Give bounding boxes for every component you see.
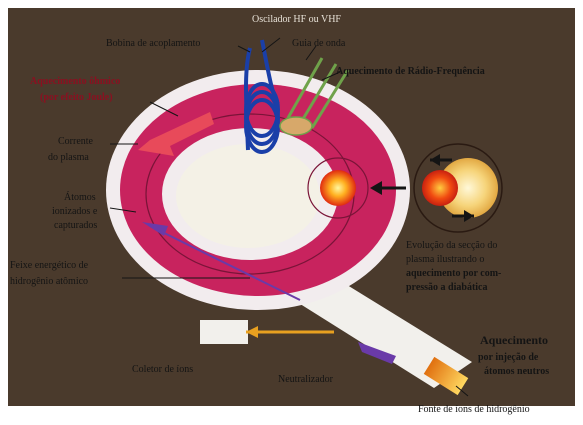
label-coupling-coil: Bobina de acoplamento bbox=[106, 38, 200, 49]
label-ohmic-heating-1: Aquecimento ôhmico bbox=[30, 76, 120, 87]
label-ions-2: ionizados e bbox=[52, 206, 98, 217]
plasma-hot-spot bbox=[320, 170, 356, 206]
label-oscillator: Oscilador HF ou VHF bbox=[252, 14, 341, 25]
label-rf-heating: Aquecimento de Rádio-Frequência bbox=[336, 66, 485, 77]
label-neutral-injection-1: Aquecimento bbox=[480, 333, 548, 347]
label-waveguide: Guia de onda bbox=[292, 38, 346, 49]
torus-center-hole bbox=[176, 144, 320, 248]
label-neutralizer: Neutralizador bbox=[278, 374, 334, 385]
label-ohmic-heating-2: (por efeito Joule) bbox=[40, 92, 113, 103]
label-ions-1: Átomos bbox=[64, 191, 96, 203]
label-neutral-injection-2: por injeção de bbox=[478, 352, 539, 363]
label-ion-collector: Coletor de íons bbox=[132, 364, 193, 375]
label-ion-source: Fonte de íons de hidrogênio bbox=[418, 404, 530, 415]
label-evolution-1: Evolução da secção do bbox=[406, 240, 497, 251]
label-beam-2: hidrogênio atômico bbox=[10, 276, 88, 287]
label-ions-3: capturados bbox=[54, 220, 97, 231]
ion-collector bbox=[200, 320, 248, 344]
label-neutral-injection-3: átomos neutros bbox=[484, 366, 549, 377]
label-evolution-3: aquecimento por com- bbox=[406, 268, 501, 279]
waveguide-port bbox=[280, 117, 312, 135]
label-evolution-2: plasma ilustrando o bbox=[406, 254, 484, 265]
label-evolution-4: pressão a diabática bbox=[406, 282, 488, 293]
label-plasma-current-2: do plasma bbox=[48, 152, 89, 163]
label-plasma-current-1: Corrente bbox=[58, 136, 94, 147]
label-beam-1: Feixe energético de bbox=[10, 260, 89, 271]
